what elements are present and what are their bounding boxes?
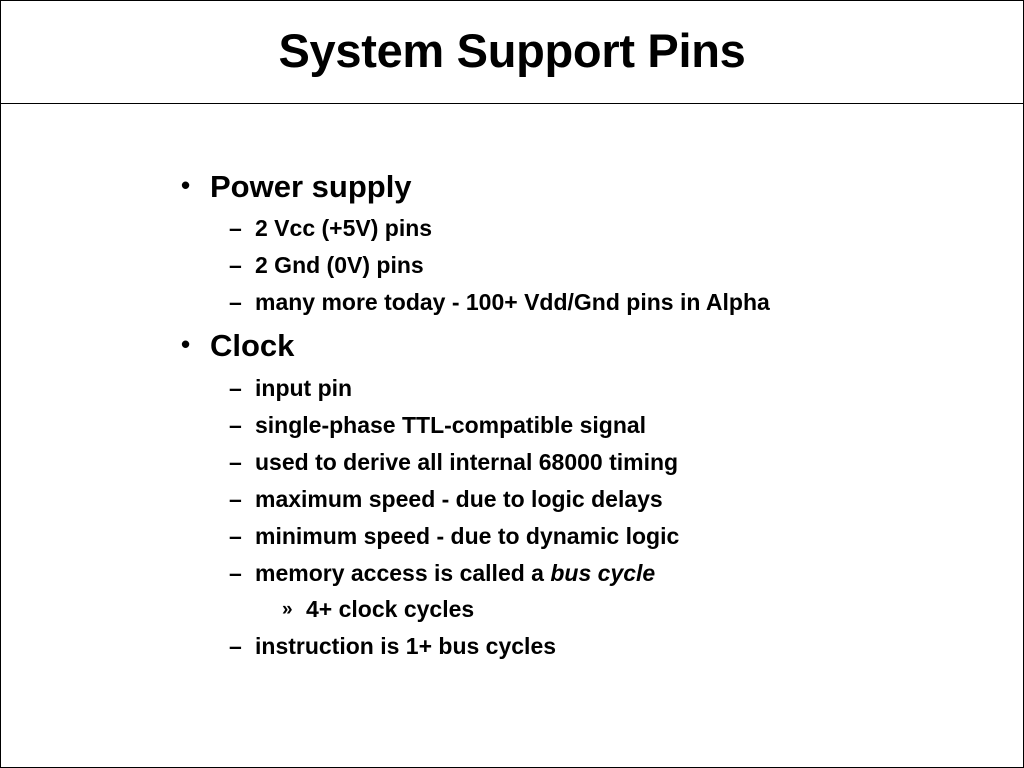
slide-content: • Power supply – 2 Vcc (+5V) pins – 2 Gn…: [1, 104, 1023, 767]
dash-marker: –: [229, 560, 242, 586]
bus-cycle-italic-text: bus cycle: [550, 560, 656, 586]
subitem-instruction-bus-cycles: instruction is 1+ bus cycles: [255, 633, 557, 659]
subitem-bus-cycle: memory access is called a bus cycle: [255, 562, 655, 585]
dash-marker: –: [229, 252, 242, 278]
subitem-vdd-gnd-alpha: many more today - 100+ Vdd/Gnd pins in A…: [255, 289, 770, 315]
dash-marker: –: [229, 375, 242, 401]
dash-marker: –: [229, 486, 242, 512]
subitem-vcc-pins: 2 Vcc (+5V) pins: [255, 215, 433, 241]
subitem-input-pin: input pin: [255, 375, 353, 401]
subitem-gnd-pins: 2 Gnd (0V) pins: [255, 252, 424, 278]
dash-marker: –: [229, 289, 242, 315]
bullet-marker: •: [181, 329, 191, 359]
subitem-minimum-speed: minimum speed - due to dynamic logic: [255, 523, 680, 549]
title-bar: System Support Pins: [1, 1, 1023, 104]
slide-title: System Support Pins: [278, 23, 746, 77]
subitem-internal-timing: used to derive all internal 68000 timing: [255, 449, 679, 475]
chevron-marker: »: [282, 599, 293, 620]
bus-cycle-plain-text: memory access is called a: [255, 560, 551, 586]
dash-marker: –: [229, 523, 242, 549]
subitem-maximum-speed: maximum speed - due to logic delays: [255, 486, 663, 512]
subsubitem-clock-cycles: 4+ clock cycles: [306, 596, 475, 622]
bullet-marker: •: [181, 170, 191, 200]
dash-marker: –: [229, 215, 242, 241]
bullet-clock: Clock: [210, 328, 295, 363]
bullet-power-supply: Power supply: [210, 169, 412, 204]
dash-marker: –: [229, 449, 242, 475]
subitem-ttl-signal: single-phase TTL-compatible signal: [255, 412, 647, 438]
dash-marker: –: [229, 633, 242, 659]
dash-marker: –: [229, 412, 242, 438]
